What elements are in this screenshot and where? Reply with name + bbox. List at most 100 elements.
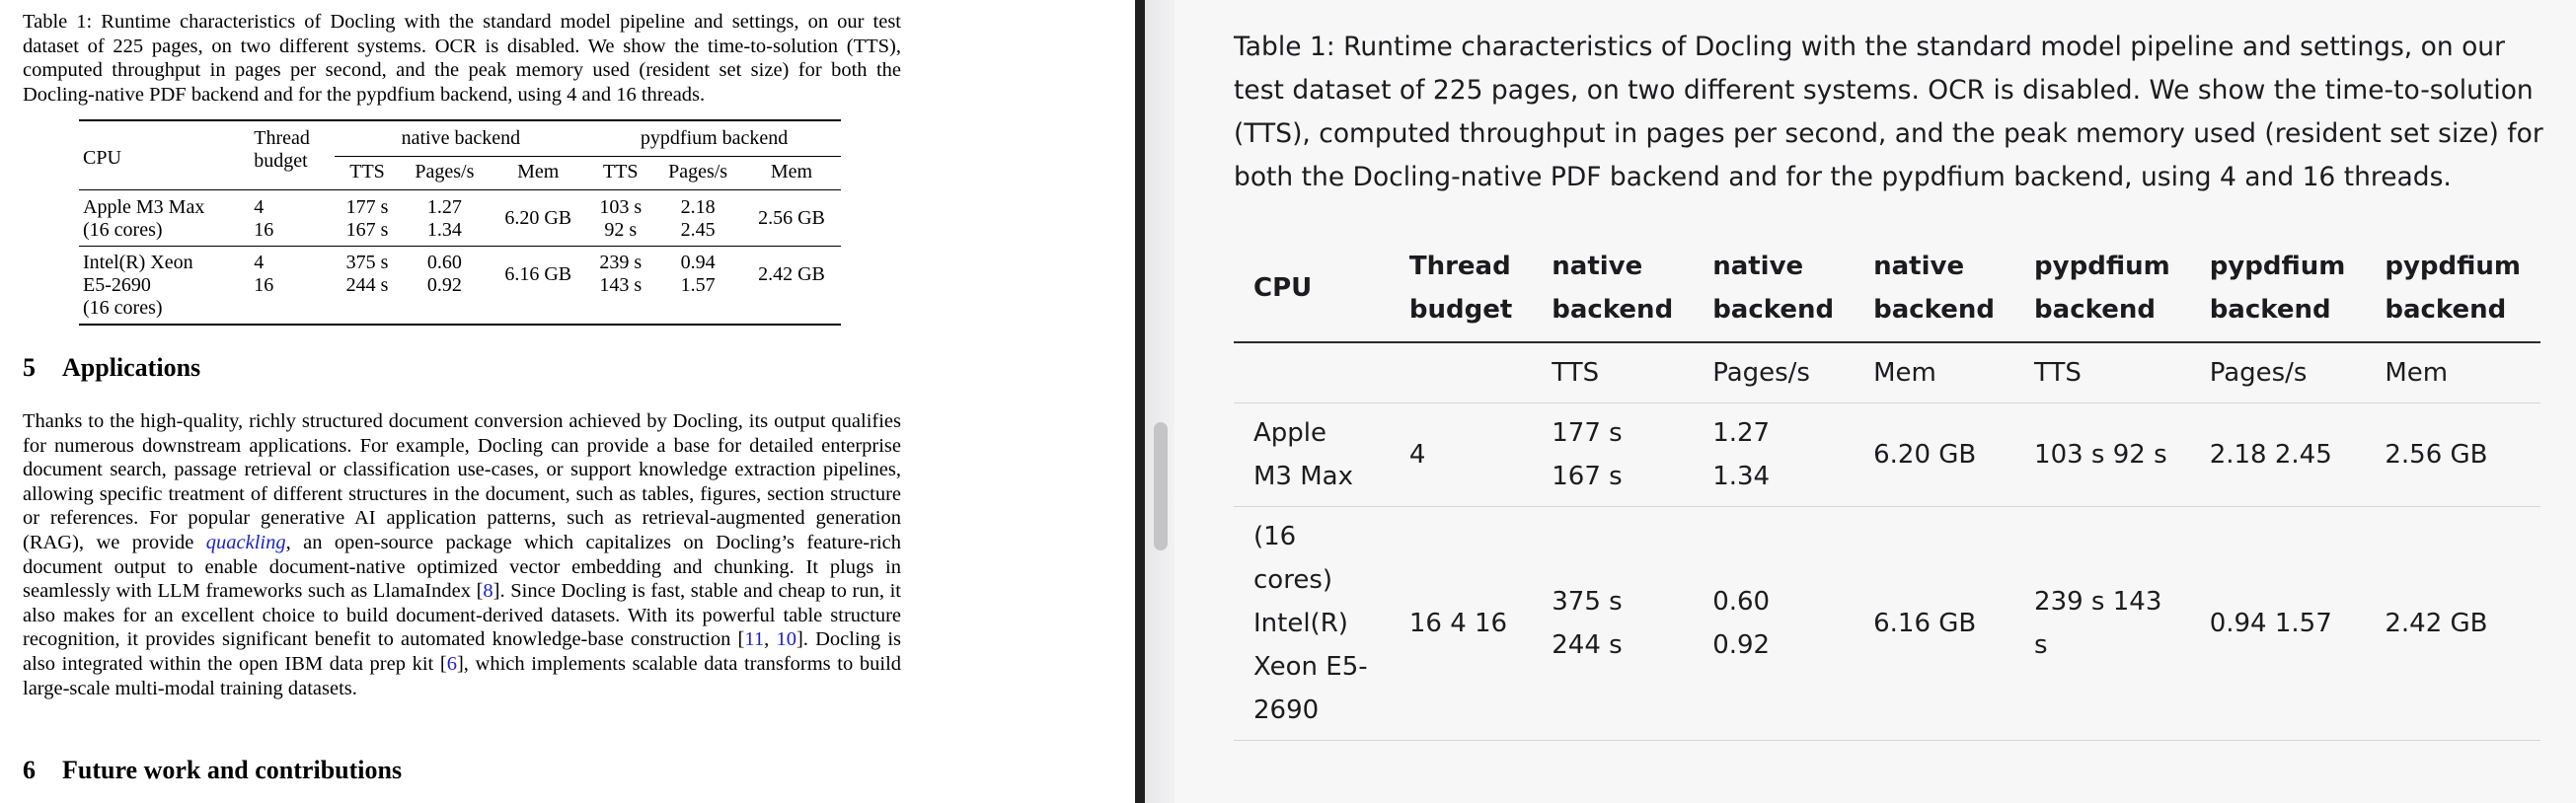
table-row: Apple M3 Max 4 177 s 167 s 1.27 1.34 6.2… (1234, 402, 2540, 507)
section-number: 6 (23, 756, 36, 784)
pdf-sub-native-tts: TTS (349, 161, 385, 182)
md-col-native-tts: native backend (1532, 237, 1694, 343)
pdf-sub-pypdfium-mem: Mem (770, 161, 813, 182)
pdf-cell-pypdfium-pages: 2.18 2.45 (653, 189, 742, 247)
thread-value: 16 (254, 274, 274, 296)
pane-divider[interactable] (1135, 0, 1145, 803)
md-table-header-row: CPU Thread budget native backend native … (1234, 237, 2540, 343)
pdf-runtime-table: CPU Thread budget native backend pypdfiu… (79, 119, 841, 326)
table-row: Intel(R) Xeon E5-2690 (16 cores) 4 16 37… (79, 246, 841, 326)
pdf-page-view: Table 1: Runtime characteristics of Docl… (0, 0, 1135, 803)
scrollbar-track[interactable] (1145, 0, 1174, 803)
pdf-col-thread-line2: budget (254, 150, 308, 172)
md-table-subheader-row: TTS Pages/s Mem TTS Pages/s Mem (1234, 342, 2540, 403)
md-cell-pypdfium-mem: 2.42 GB (2365, 506, 2540, 741)
cpu-cores: (16 cores) (83, 219, 163, 241)
thread-value: 4 (254, 196, 265, 218)
pdf-cell-native-pages: 0.60 0.92 (400, 246, 490, 326)
pdf-col-thread-budget: Thread budget (250, 119, 335, 190)
pdf-group-native-backend: native backend (334, 119, 588, 157)
pdf-table-header-row: CPU Thread budget native backend pypdfiu… (79, 119, 841, 190)
md-cell-pypdfium-pages: 2.18 2.45 (2189, 402, 2366, 507)
table-row: Apple M3 Max (16 cores) 4 16 177 s 167 s… (79, 189, 841, 247)
pdf-cell-threads: 4 16 (250, 189, 335, 247)
md-cell-cpu: (16 cores) Intel(R) Xeon E5-2690 (1234, 506, 1390, 741)
pdf-sub-native-mem: Mem (517, 161, 560, 182)
pdf-cell-threads: 4 16 (250, 246, 335, 326)
md-col-native-mem: native backend (1854, 237, 2015, 343)
pdf-cell-native-tts: 177 s 167 s (334, 189, 401, 247)
pages-value: 1.57 (680, 274, 716, 296)
table-row: (16 cores) Intel(R) Xeon E5-2690 16 4 16… (1234, 506, 2540, 741)
tts-value: 167 s (345, 219, 389, 241)
citation-link[interactable]: 8 (483, 580, 493, 603)
pdf-col-thread-line1: Thread (254, 127, 310, 149)
pdf-cell-pypdfium-tts: 103 s 92 s (587, 189, 654, 247)
pdf-cell-pypdfium-mem: 2.42 GB (741, 246, 841, 326)
pdf-sub-pypdfium-pages: Pages/s (668, 161, 728, 182)
thread-value: 16 (254, 219, 274, 241)
thread-value: 4 (254, 252, 265, 273)
md-col-thread-budget: Thread budget (1389, 237, 1533, 343)
section-title: Future work and contributions (62, 756, 403, 784)
citation-link[interactable]: 10 (776, 628, 796, 651)
pages-value: 0.94 (680, 252, 716, 273)
para-text: ]. Docling is also integrated within the… (23, 628, 902, 675)
para-text: Thanks to the high-quality, richly struc… (23, 410, 901, 553)
pages-value: 0.92 (426, 274, 462, 296)
md-cell-cpu: Apple M3 Max (1234, 402, 1390, 507)
md-cell-threads: 4 (1389, 402, 1533, 507)
md-runtime-table: CPU Thread budget native backend native … (1234, 237, 2540, 741)
pdf-col-cpu: CPU (79, 119, 251, 190)
md-cell-native-tts: 177 s 167 s (1532, 402, 1694, 507)
tts-value: 177 s (345, 196, 389, 218)
md-cell: TTS (2014, 342, 2190, 403)
pdf-sub-native-pages: Pages/s (415, 161, 475, 182)
pdf-paragraph-applications: Thanks to the high-quality, richly struc… (23, 409, 901, 700)
pdf-section-heading-6: 6 Future work and contributions (23, 756, 402, 785)
section-title: Applications (62, 353, 201, 382)
para-text: ]. Since Docling is fast, stable and che… (23, 580, 901, 651)
md-col-pypdfium-pages: pypdfium backend (2189, 237, 2366, 343)
md-cell-pypdfium-tts: 103 s 92 s (2014, 402, 2190, 507)
tts-value: 244 s (345, 274, 389, 296)
md-cell-pypdfium-mem: 2.56 GB (2365, 402, 2540, 507)
md-cell-threads: 16 4 16 (1389, 506, 1533, 741)
pdf-sub-pypdfium-tts: TTS (602, 161, 639, 182)
tts-value: 103 s (599, 196, 643, 218)
pdf-table-caption: Table 1: Runtime characteristics of Docl… (23, 11, 901, 106)
citation-link[interactable]: 11 (744, 628, 765, 651)
md-cell: Pages/s (2189, 342, 2366, 403)
md-col-pypdfium-tts: pypdfium backend (2014, 237, 2190, 343)
pdf-cell-pypdfium-mem: 2.56 GB (741, 189, 841, 247)
md-table-caption: Table 1: Runtime characteristics of Docl… (1234, 32, 2543, 192)
md-cell (1234, 342, 1390, 403)
citation-link[interactable]: 6 (446, 652, 457, 675)
quackling-link[interactable]: quackling (205, 531, 286, 553)
pdf-cell-native-mem: 6.20 GB (489, 189, 588, 247)
scrollbar-thumb[interactable] (1154, 422, 1168, 550)
pdf-cell-cpu: Intel(R) Xeon E5-2690 (16 cores) (79, 246, 251, 326)
tts-value: 239 s (599, 252, 643, 273)
pages-value: 0.60 (426, 252, 462, 273)
pdf-cell-native-mem: 6.16 GB (489, 246, 588, 326)
para-text: , an open-source package which capitaliz… (23, 531, 901, 603)
md-col-native-pages: native backend (1693, 237, 1855, 343)
markdown-preview: Table 1: Runtime characteristics of Docl… (1174, 0, 2576, 803)
md-cell: Mem (2365, 342, 2540, 403)
pages-value: 1.34 (426, 219, 462, 241)
md-cell-native-tts: 375 s 244 s (1532, 506, 1694, 741)
cpu-cores: (16 cores) (83, 297, 163, 319)
pdf-cell-pypdfium-tts: 239 s 143 s (587, 246, 654, 326)
md-cell: Mem (1854, 342, 2015, 403)
pages-value: 2.45 (680, 219, 716, 241)
md-cell (1389, 342, 1533, 403)
md-col-pypdfium-mem: pypdfium backend (2365, 237, 2540, 343)
pdf-cell-cpu: Apple M3 Max (16 cores) (79, 189, 251, 247)
pdf-cell-native-pages: 1.27 1.34 (400, 189, 490, 247)
para-text: , (764, 628, 777, 651)
pdf-group-pypdfium-backend: pypdfium backend (587, 119, 841, 157)
md-cell-native-pages: 1.27 1.34 (1693, 402, 1855, 507)
